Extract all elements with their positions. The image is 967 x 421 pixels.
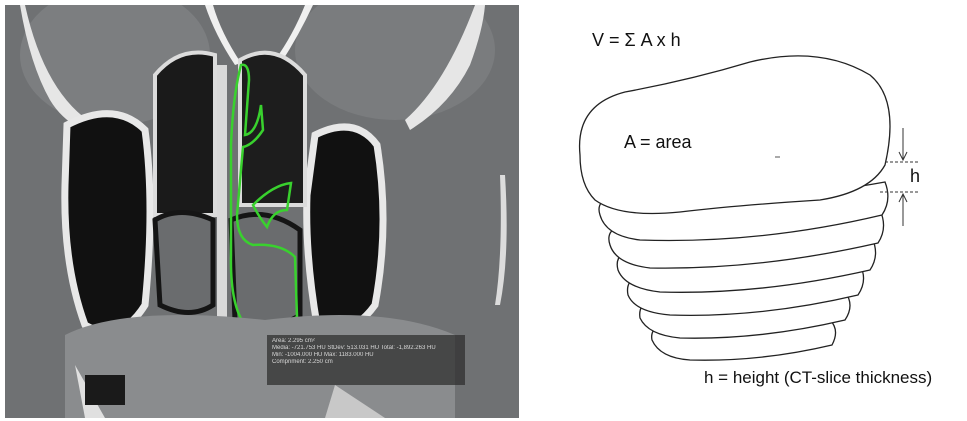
volume-formula: V = Σ A x h	[592, 30, 681, 51]
area-label: A = area	[624, 132, 692, 153]
measurement-readout: Area: 2.295 cm² Media: -721.753 HU StDev…	[267, 335, 465, 385]
measurement-area: Area: 2.295 cm²	[272, 338, 460, 345]
height-label: h	[910, 166, 920, 187]
measurement-length: Compriment: 2.250 cm	[272, 359, 460, 366]
height-caption: h = height (CT-slice thickness)	[704, 368, 932, 388]
measurement-minmax: Min: -1004.000 HU Max: 1183.000 HU	[272, 352, 460, 359]
ct-scan-image: Area: 2.295 cm² Media: -721.753 HU StDev…	[5, 5, 519, 418]
volume-slice-diagram	[530, 0, 967, 421]
measurement-mean: Media: -721.753 HU StDev: 513.031 HU Tot…	[272, 345, 460, 352]
